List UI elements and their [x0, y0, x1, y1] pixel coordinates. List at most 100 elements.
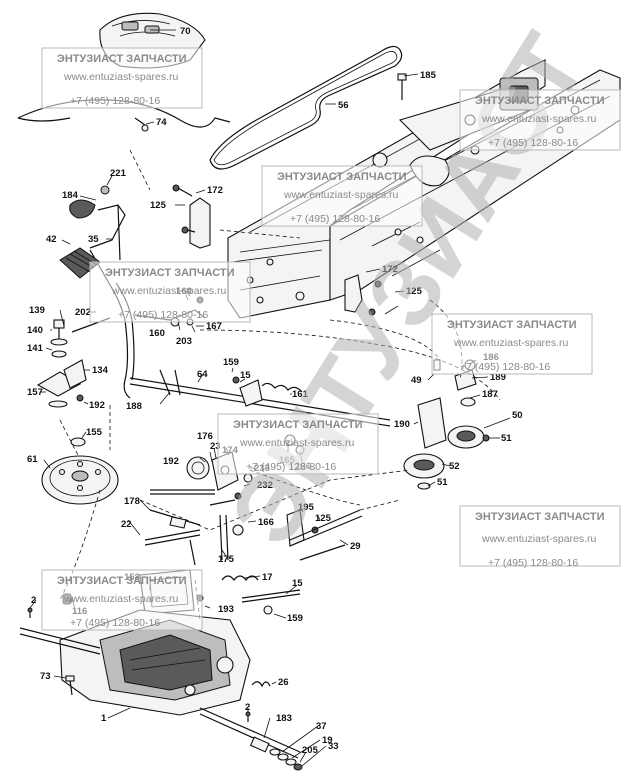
watermark-phone: +7 (495) 128-80-16 [460, 361, 550, 373]
callout-192-mid: 192 [163, 456, 179, 467]
watermark-url: www.entuziast-spares.ru [63, 71, 179, 83]
bracket-right [344, 274, 382, 316]
callout-29: 29 [350, 541, 361, 552]
watermark-url: www.entuziast-spares.ru [63, 593, 179, 605]
link-15-lower [241, 589, 301, 615]
callout-23: 23 [210, 441, 221, 452]
callout-167: 167 [206, 321, 222, 332]
callout-125-low: 125 [315, 513, 332, 524]
watermark-url: www.entuziast-spares.ru [111, 285, 227, 297]
spring-26 [251, 681, 271, 688]
watermark-title: ЭНТУЗИАСТ ЗАПЧАСТИ [277, 171, 407, 183]
callout-185: 185 [420, 70, 437, 81]
callout-221: 221 [110, 168, 127, 179]
callout-141: 141 [27, 343, 44, 354]
callout-15-top: 15 [240, 370, 251, 381]
callout-183: 183 [276, 713, 292, 724]
callout-17: 17 [262, 572, 273, 583]
callout-176: 176 [197, 431, 213, 442]
callout-1: 1 [101, 713, 107, 724]
callout-195: 195 [298, 502, 315, 513]
callout-205: 205 [302, 745, 319, 756]
callout-157: 157 [27, 387, 43, 398]
transaxle-1 [19, 595, 301, 759]
callout-35: 35 [88, 234, 99, 245]
callout-139: 139 [29, 305, 45, 316]
callout-184: 184 [62, 190, 79, 201]
callout-52: 52 [449, 461, 460, 472]
watermark-layer: ЭНТУЗИАСТ ЭНТУЗИАСТ ЗАПЧАСТИ www.entuzia… [41, 17, 621, 631]
watermark-phone: +7 (495) 128-80-16 [488, 557, 578, 569]
callout-192-left: 192 [89, 400, 105, 411]
watermark-phone: +7 (495) 128-80-16 [246, 461, 336, 473]
callout-50: 50 [512, 410, 523, 421]
callout-2-left: 2 [31, 595, 36, 606]
callout-160-low: 160 [149, 328, 165, 339]
spring-17 [221, 575, 259, 581]
hub-stack [249, 736, 303, 771]
callout-193: 193 [218, 604, 234, 615]
watermark-box-1: ЭНТУЗИАСТ ЗАПЧАСТИ www.entuziast-spares.… [41, 47, 203, 109]
callout-56: 56 [338, 100, 349, 111]
watermark-url: www.entuziast-spares.ru [239, 437, 355, 449]
watermark-phone: +7 (495) 128-80-16 [488, 137, 578, 149]
callout-159-top: 159 [223, 357, 239, 368]
callout-190: 190 [394, 419, 410, 430]
watermark-phone: +7 (495) 128-80-16 [70, 95, 160, 107]
callout-159-low: 159 [287, 613, 303, 624]
watermark-url: www.entuziast-spares.ru [283, 189, 399, 201]
callout-166-low: 166 [258, 517, 274, 528]
link-178 [144, 509, 201, 566]
callout-155: 155 [86, 427, 103, 438]
callout-37: 37 [316, 721, 327, 732]
callout-161: 161 [292, 389, 309, 400]
watermark-url: www.entuziast-spares.ru [481, 533, 597, 545]
callout-22: 22 [121, 519, 132, 530]
watermark-title: ЭНТУЗИАСТ ЗАПЧАСТИ [105, 267, 235, 279]
bracket-left [172, 184, 211, 249]
pulley-61 [41, 437, 119, 505]
callout-2-right: 2 [245, 702, 250, 713]
watermark-box-7: ЭНТУЗИАСТ ЗАПЧАСТИ www.entuziast-spares.… [459, 505, 621, 569]
drive-belt [209, 45, 403, 170]
callout-189: 189 [490, 372, 506, 383]
watermark-title: ЭНТУЗИАСТ ЗАПЧАСТИ [475, 511, 605, 523]
callout-19: 19 [322, 735, 333, 746]
stack-left [36, 317, 111, 408]
watermark-title: ЭНТУЗИАСТ ЗАПЧАСТИ [57, 575, 187, 587]
watermark-phone: +7 (495) 128-80-16 [70, 617, 160, 629]
watermark-box-4: ЭНТУЗИАСТ ЗАПЧАСТИ www.entuziast-spares.… [89, 261, 251, 323]
callout-178: 178 [124, 496, 140, 507]
watermark-title: ЭНТУЗИАСТ ЗАПЧАСТИ [233, 419, 363, 431]
watermark-url: www.entuziast-spares.ru [453, 337, 569, 349]
watermark-phone: +7 (495) 128-80-16 [118, 309, 208, 321]
callout-134: 134 [92, 365, 109, 376]
watermark-title: ЭНТУЗИАСТ ЗАПЧАСТИ [57, 53, 187, 65]
callout-61: 61 [27, 454, 38, 465]
pedal-knob-184 [69, 185, 110, 219]
watermark-box-2: ЭНТУЗИАСТ ЗАПЧАСТИ www.entuziast-spares.… [261, 165, 423, 227]
callout-188: 188 [126, 401, 142, 412]
callout-73: 73 [40, 671, 51, 682]
watermark-box-3: ЭНТУЗИАСТ ЗАПЧАСТИ www.entuziast-spares.… [459, 89, 621, 151]
callout-51-top: 51 [501, 433, 512, 444]
callout-203: 203 [176, 336, 192, 347]
callout-70: 70 [180, 26, 191, 37]
callout-49: 49 [411, 375, 422, 386]
callout-64: 64 [197, 369, 208, 380]
callout-74: 74 [156, 117, 167, 128]
watermark-box-5: ЭНТУЗИАСТ ЗАПЧАСТИ www.entuziast-spares.… [431, 313, 593, 375]
callout-175: 175 [218, 554, 235, 565]
callout-232: 232 [257, 480, 273, 491]
callout-125-left: 125 [150, 200, 167, 211]
callout-15-low: 15 [292, 578, 303, 589]
watermark-phone: +7 (495) 128-80-16 [290, 213, 380, 225]
callout-202: 202 [75, 307, 91, 318]
bracket-195 [232, 509, 363, 561]
watermark-title: ЭНТУЗИАСТ ЗАПЧАСТИ [447, 319, 577, 331]
callout-33: 33 [328, 741, 339, 752]
callout-172-right: 172 [382, 264, 398, 275]
watermark-title: ЭНТУЗИАСТ ЗАПЧАСТИ [475, 95, 605, 107]
watermark-box-6: ЭНТУЗИАСТ ЗАПЧАСТИ www.entuziast-spares.… [217, 413, 379, 475]
